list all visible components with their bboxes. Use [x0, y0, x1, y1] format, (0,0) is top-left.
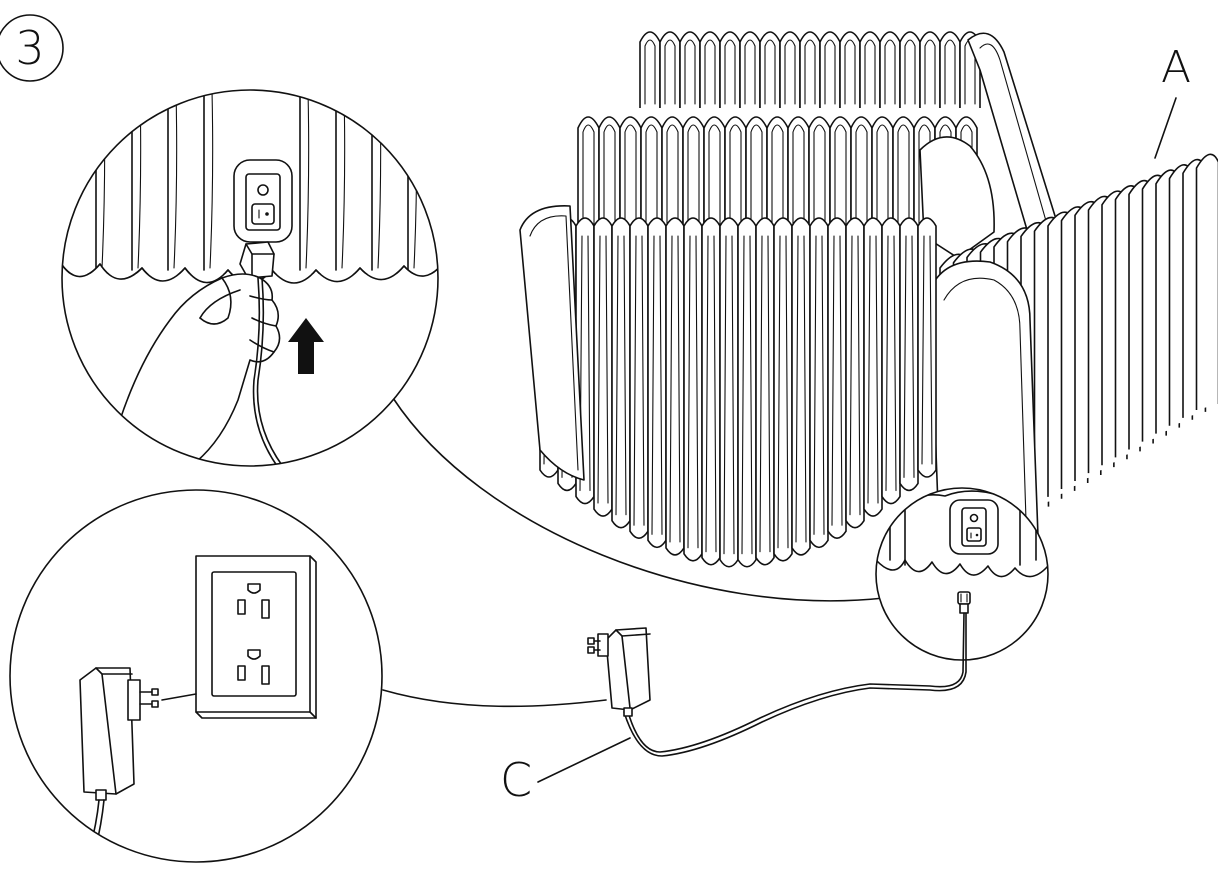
chair-front-panel: [519, 205, 937, 568]
seatback-channel: [787, 116, 810, 232]
front-channel: [809, 217, 829, 549]
backrest-channel: [759, 31, 781, 108]
front-channel: [719, 217, 739, 568]
backrest-channel: [719, 31, 741, 108]
connector-line-top: [392, 397, 885, 602]
seatback-channel: [892, 116, 915, 232]
front-channel: [827, 217, 847, 540]
backrest-channel: [739, 31, 761, 108]
armrest-channel: [1195, 153, 1218, 410]
front-channel: [737, 217, 757, 568]
front-channel: [629, 217, 649, 540]
chair-label-group: A: [1154, 42, 1191, 159]
power-adapter: [587, 627, 651, 717]
backrest-channel: [699, 31, 721, 108]
backrest-channel: [879, 31, 901, 108]
backrest-channel: [679, 31, 701, 108]
front-channel: [611, 217, 631, 529]
seatback-channel: [598, 116, 621, 232]
front-channel: [881, 217, 901, 505]
backrest-channel: [639, 31, 661, 108]
front-channel: [791, 217, 811, 556]
backrest-channel: [939, 31, 961, 108]
seatback-channel: [766, 116, 789, 232]
front-channel: [665, 217, 685, 556]
chair-backrest: [639, 31, 1061, 241]
backrest-channel: [859, 31, 881, 108]
chair-illustration: [519, 31, 1218, 601]
step-number: 3: [15, 21, 44, 75]
backrest-channel: [839, 31, 861, 108]
backrest-channel: [659, 31, 681, 108]
seatback-channel: [682, 116, 705, 232]
seatback-channel: [745, 116, 768, 232]
arrow-up-icon: [288, 318, 324, 374]
adapter-label: C: [500, 753, 532, 807]
front-channel: [701, 217, 721, 566]
seatback-channel: [850, 116, 873, 232]
backrest-channel: [799, 31, 821, 108]
seatback-channel: [703, 116, 726, 232]
connector-line-bottom: [382, 689, 607, 708]
front-channel: [845, 217, 865, 529]
backrest-channel: [899, 31, 921, 108]
seatback-channel: [724, 116, 747, 232]
adapter-label-group: C: [500, 737, 631, 807]
front-channel: [755, 217, 775, 566]
backrest-channel: [919, 31, 941, 108]
seatback-channel: [619, 116, 642, 232]
front-channel: [773, 217, 793, 562]
detail-circle-plug-in: [61, 89, 439, 467]
detail-circle-wall-outlet: [9, 489, 383, 863]
front-channel: [917, 217, 937, 478]
power-cable: [627, 612, 965, 753]
front-channel: [593, 217, 613, 517]
backrest-channel: [779, 31, 801, 108]
front-channel: [863, 217, 883, 517]
seatback-channel: [577, 116, 600, 232]
seatback-channel: [808, 116, 831, 232]
backrest-channel: [819, 31, 841, 108]
front-channel: [647, 217, 667, 549]
front-channel: [899, 217, 919, 492]
seatback-channel: [661, 116, 684, 232]
seatback-channel: [829, 116, 852, 232]
chair-armrest: [929, 153, 1218, 601]
seatback-channel: [871, 116, 894, 232]
seatback-channel: [640, 116, 663, 232]
step-badge: 3: [0, 14, 64, 82]
socket-zoom-circle: [875, 487, 1049, 661]
front-channel: [683, 217, 703, 562]
chair-seat-back: [577, 116, 995, 259]
chair-label: A: [1161, 42, 1191, 93]
